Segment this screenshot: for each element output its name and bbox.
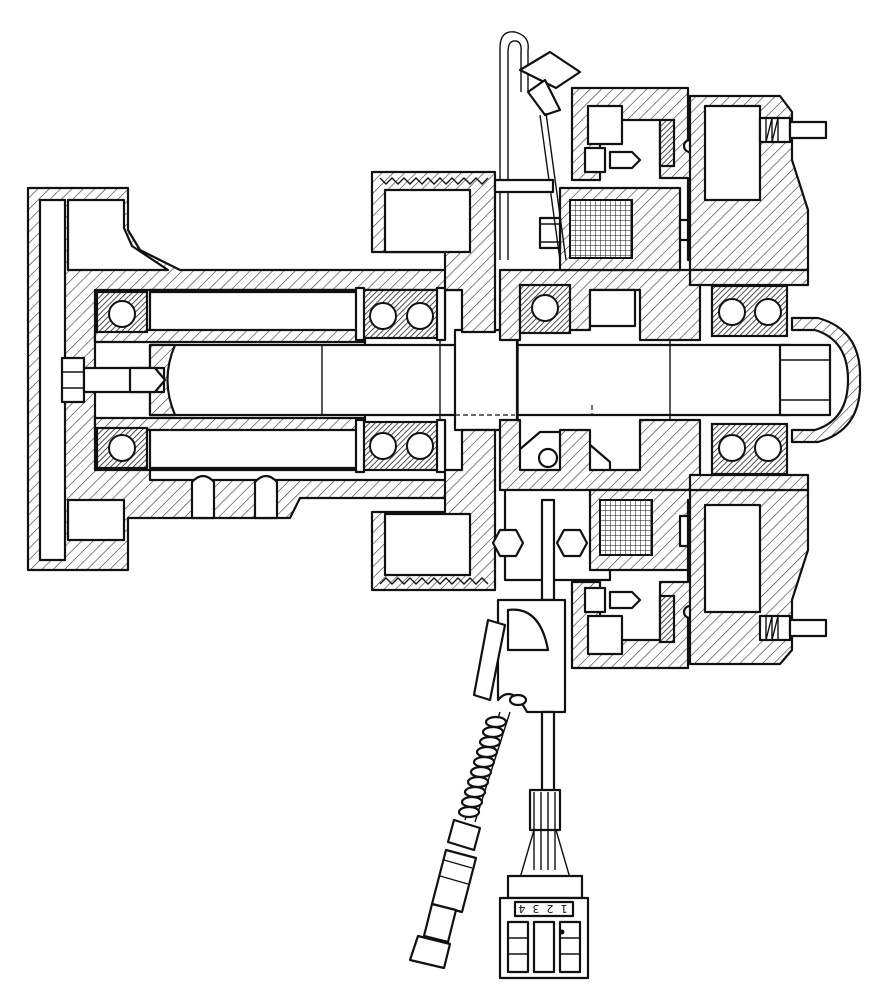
bottom-plug-left: [190, 474, 216, 520]
pulley-bottom: [370, 428, 497, 592]
retaining-bolt: [60, 356, 167, 404]
shaft-end-nut: [778, 343, 832, 417]
hex-nut-left: [491, 528, 525, 558]
spring-cable: [457, 711, 511, 823]
four-pin-connector: 4 3 2 1: [498, 874, 590, 980]
clutch-housing-top: [570, 86, 702, 262]
dome-cap: [790, 316, 862, 444]
bottom-plug-right: [253, 474, 279, 520]
main-shaft: [148, 328, 792, 432]
cable-tie: [493, 178, 555, 194]
electromagnet-coil-top: [538, 186, 758, 272]
cable-spring-coils: [457, 715, 508, 819]
mounting-flange: [26, 186, 472, 572]
middle-bearing-bottom: [354, 418, 447, 474]
pulley-top: [370, 170, 497, 334]
pin-label-4: 4: [519, 902, 526, 915]
round-plug-connector: [408, 818, 482, 970]
hex-nut-right: [555, 528, 589, 558]
left-bearing-bottom: [95, 426, 149, 470]
right-bearing-bottom: [710, 422, 789, 476]
left-bearing-top: [95, 290, 149, 334]
pin-label-2: 2: [547, 902, 554, 915]
clutch-housing-bottom: [570, 498, 702, 670]
middle-bearing-top: [354, 286, 447, 342]
stud-bottom: [758, 614, 828, 642]
pin-label-1: 1: [561, 902, 568, 915]
straight-cable: [519, 710, 571, 879]
stud-top: [758, 116, 828, 144]
pin-label-3: 3: [533, 902, 540, 915]
sensor-head: [472, 598, 567, 714]
clutch-hub: [498, 268, 702, 492]
right-bearing-top: [710, 284, 789, 338]
